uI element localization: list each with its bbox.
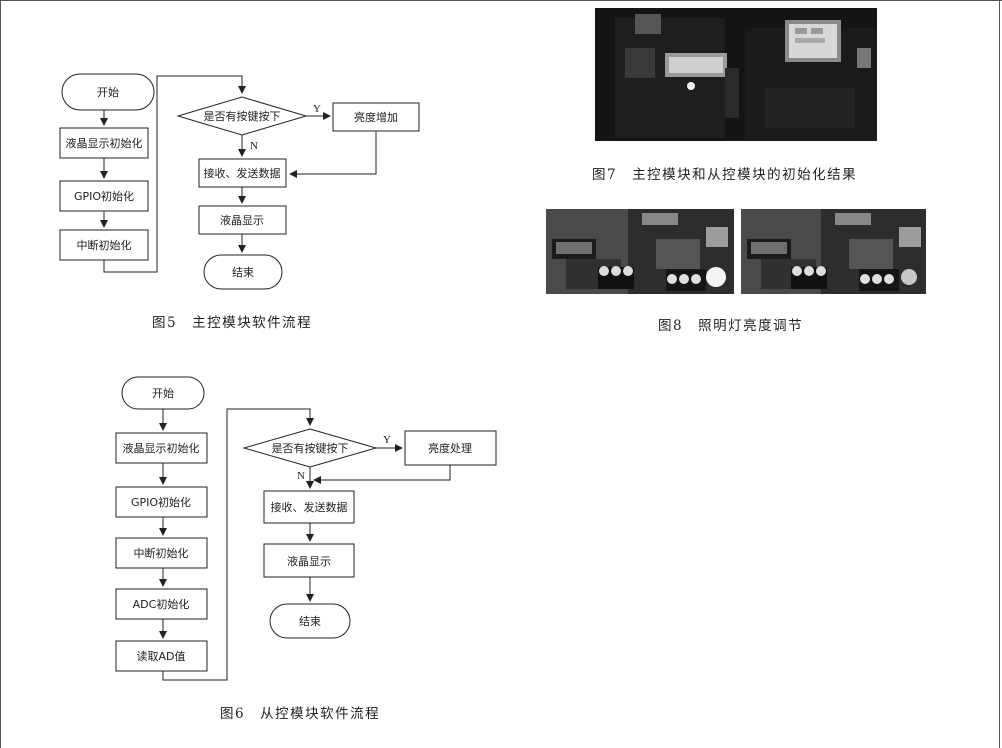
fig6-read-ad-label: 读取AD值 bbox=[137, 649, 186, 663]
figure5-caption: 图5 主控模块软件流程 bbox=[152, 315, 313, 331]
page-right-border bbox=[999, 0, 1000, 748]
fig6-action-label: 亮度处理 bbox=[428, 441, 472, 455]
fig5-no-label: N bbox=[250, 140, 258, 152]
fig5-irq-init-node bbox=[59, 229, 149, 261]
fig5-irq-init-label: 中断初始化 bbox=[77, 238, 132, 252]
fig6-yes-label: Y bbox=[383, 434, 391, 446]
fig5-lcd-show-label: 液晶显示 bbox=[220, 213, 264, 227]
fig6-decision-label: 是否有按键按下 bbox=[272, 441, 349, 455]
fig6-lcd-show-node bbox=[263, 543, 355, 578]
fig5-lcd-init-node bbox=[59, 127, 149, 159]
fig6-irq-init-node bbox=[115, 537, 208, 569]
fig6-adc-init-node bbox=[115, 588, 208, 620]
fig5-gpio-init-node bbox=[59, 180, 149, 212]
fig5-send-recv-label: 接收、发送数据 bbox=[204, 166, 281, 180]
fig5-end-label: 结束 bbox=[232, 266, 254, 279]
fig6-action-node bbox=[404, 430, 497, 466]
fig5-start-node bbox=[61, 73, 155, 111]
fig5-start-label: 开始 bbox=[97, 85, 119, 99]
fig6-lcd-init-node bbox=[115, 432, 208, 464]
fig6-lcd-show-label: 液晶显示 bbox=[287, 554, 331, 568]
fig6-irq-init-label: 中断初始化 bbox=[134, 546, 189, 560]
page-top-border bbox=[0, 0, 1002, 1]
fig6-end-label: 结束 bbox=[299, 615, 321, 628]
fig5-lcd-init-label: 液晶显示初始化 bbox=[66, 136, 143, 150]
figure7-caption: 图7 主控模块和从控模块的初始化结果 bbox=[592, 167, 858, 183]
fig6-end-node bbox=[269, 603, 351, 639]
fig5-lcd-show-node bbox=[198, 205, 287, 235]
fig6-send-recv-label: 接收、发送数据 bbox=[271, 500, 348, 514]
fig6-gpio-init-label: GPIO初始化 bbox=[131, 495, 191, 509]
fig5-yes-label: Y bbox=[313, 103, 321, 115]
fig5-gpio-init-label: GPIO初始化 bbox=[74, 189, 134, 203]
figure6-caption: 图6 从控模块软件流程 bbox=[220, 706, 381, 722]
fig5-end-node bbox=[203, 254, 283, 290]
figure8-caption: 图8 照明灯亮度调节 bbox=[658, 318, 804, 334]
figure8-photo-1 bbox=[546, 209, 734, 294]
fig6-start-label: 开始 bbox=[152, 386, 174, 400]
fig6-read-ad-node bbox=[115, 640, 208, 672]
figure8-photo-2 bbox=[741, 209, 926, 294]
fig5-action-label: 亮度增加 bbox=[354, 110, 398, 124]
fig6-send-recv-node bbox=[263, 490, 355, 524]
figure7-photo bbox=[595, 8, 877, 141]
fig6-gpio-init-node bbox=[115, 486, 208, 518]
fig5-decision-label: 是否有按键按下 bbox=[204, 109, 281, 123]
fig5-send-recv-node bbox=[198, 158, 287, 188]
fig6-adc-init-label: ADC初始化 bbox=[133, 597, 190, 611]
fig6-no-label: N bbox=[297, 470, 305, 482]
fig6-lcd-init-label: 液晶显示初始化 bbox=[123, 441, 200, 455]
page-left-border bbox=[0, 0, 1, 748]
